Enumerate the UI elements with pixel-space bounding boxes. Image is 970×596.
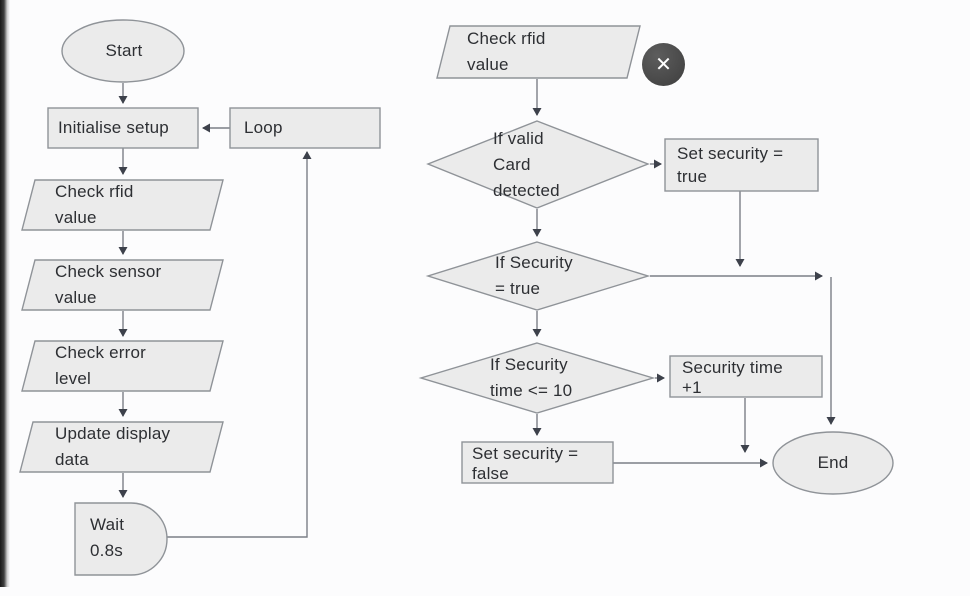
if-valid-card-shape bbox=[426, 120, 650, 209]
close-icon: ✕ bbox=[655, 54, 672, 76]
set-security-false-shape bbox=[461, 441, 614, 484]
security-time-plus-shape bbox=[669, 355, 823, 398]
check-error-shape bbox=[21, 340, 224, 392]
if-security-time-shape bbox=[418, 342, 656, 414]
check-rfid-right-shape bbox=[436, 25, 641, 79]
wait-delay-shape bbox=[74, 502, 168, 576]
set-security-true-shape bbox=[664, 138, 819, 192]
left-edge-shadow bbox=[0, 0, 10, 587]
edge-wait-loop bbox=[166, 151, 312, 538]
end-shape bbox=[772, 431, 894, 495]
check-rfid-left-shape bbox=[21, 179, 224, 231]
loop-shape bbox=[229, 107, 381, 149]
if-security-true-shape bbox=[425, 241, 651, 311]
initialise-setup-shape bbox=[47, 107, 199, 149]
connectors bbox=[118, 79, 836, 538]
start-shape bbox=[61, 19, 185, 83]
close-button[interactable]: ✕ bbox=[642, 43, 685, 86]
update-display-shape bbox=[19, 421, 224, 473]
check-sensor-shape bbox=[21, 259, 224, 311]
